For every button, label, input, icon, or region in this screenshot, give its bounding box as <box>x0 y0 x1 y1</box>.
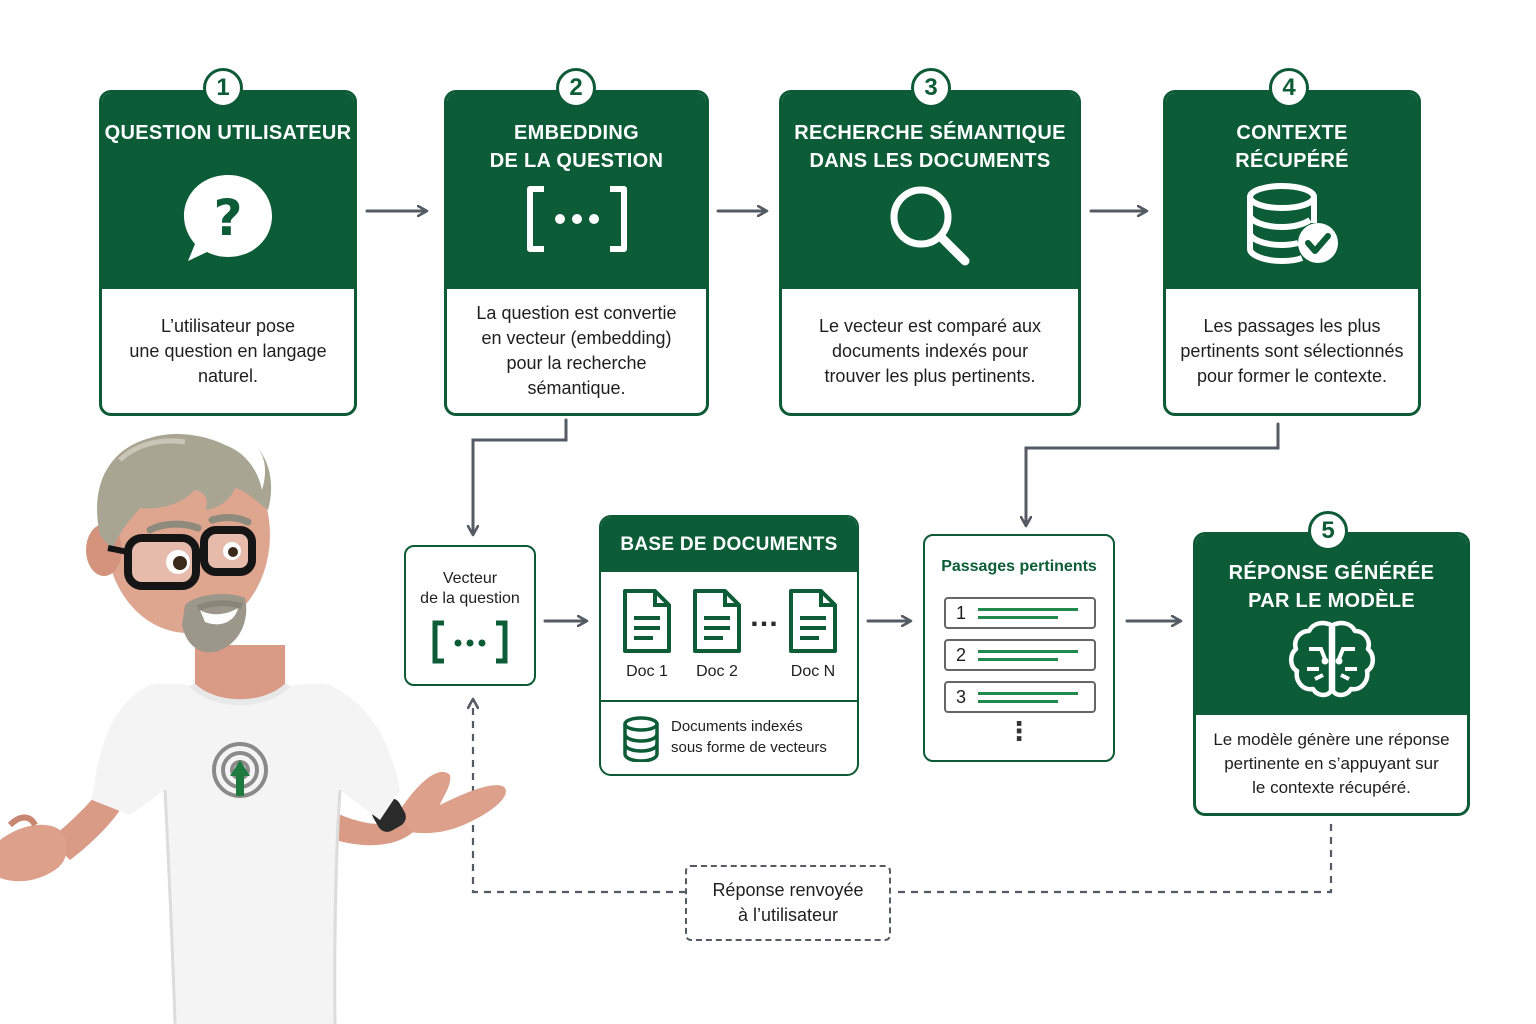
return-to-user-box: Réponse renvoyée à l’utilisateur <box>685 865 891 941</box>
doc-item-n: Doc N <box>785 588 841 681</box>
svg-text:?: ? <box>213 189 242 247</box>
presenter-avatar <box>0 434 506 1024</box>
document-base-title: BASE DE DOCUMENTS <box>601 517 857 572</box>
passage-row-1: 1 <box>944 597 1096 629</box>
passage-number: 1 <box>956 603 967 623</box>
vector-label: Vecteur de la question <box>420 570 520 607</box>
step-badge-3: 3 <box>911 68 951 108</box>
return-line-left <box>473 700 686 894</box>
step-badge-4: 4 <box>1269 68 1309 108</box>
step-title: CONTEXTE RÉCUPÉRÉ <box>1235 122 1349 172</box>
passage-row-3: 3 <box>944 681 1096 713</box>
vector-brackets-icon <box>447 183 706 255</box>
doc-item-2: Doc 2 <box>689 588 745 681</box>
doc-item-1: Doc 1 <box>619 588 675 681</box>
doc-label: Doc 2 <box>696 663 738 680</box>
passage-row-2: 2 <box>944 639 1096 671</box>
document-base-footer: Documents indexés sous forme de vecteurs <box>671 718 827 756</box>
step-description: La question est convertie en vecteur (em… <box>476 303 677 398</box>
step-badge-5: 5 <box>1308 511 1348 551</box>
step-card-answer: RÉPONSE GÉNÉRÉE PAR LE MODÈLE Le modèle … <box>1193 532 1470 816</box>
passages-title: Passages pertinents <box>941 558 1097 575</box>
question-bubble-icon: ? <box>102 169 354 269</box>
step-description: L’utilisateur pose une question en langa… <box>129 315 327 386</box>
database-icon <box>621 716 661 767</box>
step-badge-1: 1 <box>203 68 243 108</box>
step-title: QUESTION UTILISATEUR <box>104 122 352 144</box>
step-description: Les passages les plus pertinents sont sé… <box>1180 315 1404 386</box>
magnifier-icon <box>782 181 1078 267</box>
document-icon <box>693 589 741 653</box>
step-title: EMBEDDING DE LA QUESTION <box>489 122 664 172</box>
return-label: Réponse renvoyée à l’utilisateur <box>712 880 864 925</box>
doc-ellipsis: … <box>749 600 779 633</box>
step-card-context: CONTEXTE RÉCUPÉRÉ Les passages les plus … <box>1163 90 1421 416</box>
doc-label: Doc N <box>790 663 836 680</box>
document-base-card: BASE DE DOCUMENTS Doc 1 Doc 2 … Doc N Do… <box>599 515 859 776</box>
step-description: Le vecteur est comparé aux documents ind… <box>818 315 1042 386</box>
step-card-embedding: EMBEDDING DE LA QUESTION La question est… <box>444 90 709 416</box>
step-card-question: QUESTION UTILISATEUR ? L’utilisateur pos… <box>99 90 357 416</box>
document-icon <box>789 589 837 653</box>
passages-more: ⋮ <box>1006 716 1032 746</box>
step-badge-2: 2 <box>556 68 596 108</box>
document-icon <box>623 589 671 653</box>
step-description: Le modèle génère une réponse pertinente … <box>1213 730 1450 797</box>
step-title: RÉPONSE GÉNÉRÉE PAR LE MODÈLE <box>1228 562 1435 612</box>
passage-number: 2 <box>956 645 967 665</box>
database-check-icon <box>1166 181 1418 269</box>
question-vector-box: Vecteur de la question <box>404 545 536 686</box>
relevant-passages-card: Passages pertinents 1 2 3 ⋮ <box>923 534 1115 762</box>
step-card-search: RECHERCHE SÉMANTIQUE DANS LES DOCUMENTS … <box>779 90 1081 416</box>
passage-number: 3 <box>956 687 967 707</box>
step-title: RECHERCHE SÉMANTIQUE DANS LES DOCUMENTS <box>794 122 1066 172</box>
return-line-right <box>892 824 1333 894</box>
doc-label: Doc 1 <box>626 663 668 680</box>
arrow-context-to-passages <box>1026 422 1280 525</box>
arrow-embedding-to-vector <box>473 418 568 534</box>
vector-brackets-icon <box>406 619 534 665</box>
brain-icon <box>1196 619 1467 699</box>
